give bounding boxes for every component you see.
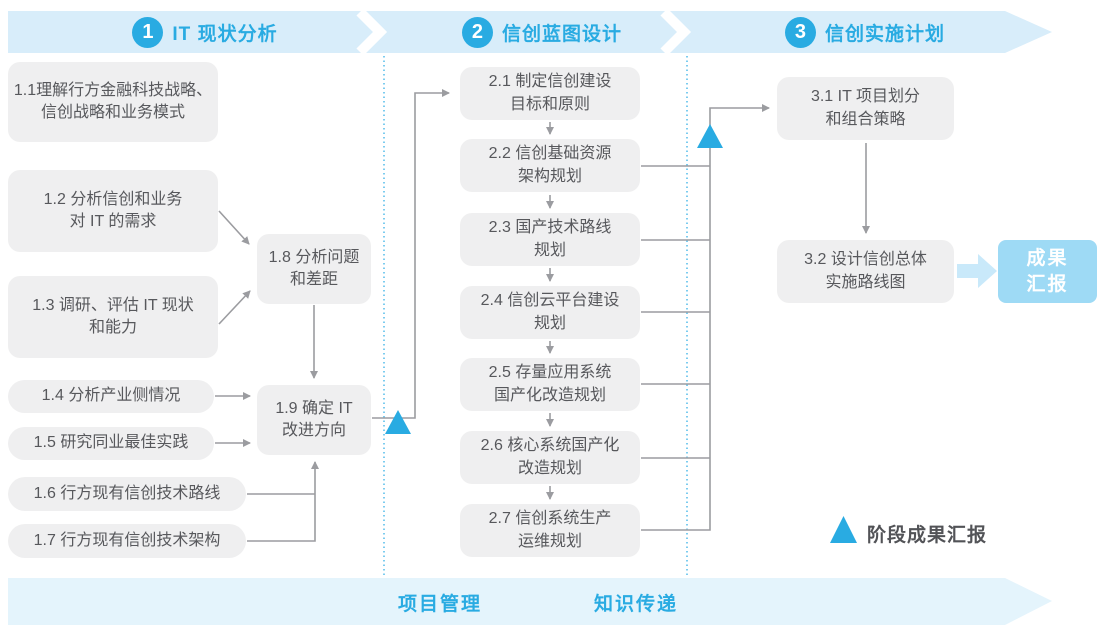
node-label-line: 1.4 分析产业侧情况	[41, 387, 181, 405]
node-2-3: 2.3 国产技术路线 规划	[460, 213, 640, 266]
node-label-line: 1.8 分析问题	[268, 248, 360, 266]
result-arrow-icon	[957, 254, 997, 288]
node-label-line: 改造规划	[517, 459, 582, 477]
node-1-3: 1.3 调研、评估 IT 现状 和能力	[8, 276, 218, 358]
node-1-1: 1.1理解行方金融科技战略、 信创战略和业务模式	[8, 62, 218, 142]
legend-label: 阶段成果汇报	[867, 525, 988, 546]
phase-title: IT 现状分析	[172, 23, 278, 45]
node-2-4: 2.4 信创云平台建设 规划	[460, 286, 640, 339]
chevron-separator-icon	[660, 8, 692, 56]
node-3-1: 3.1 IT 项目划分 和组合策略	[777, 77, 954, 140]
phase-number-badge: 1	[132, 16, 164, 48]
phase-number-badge: 3	[784, 16, 816, 48]
node-label-line: 2.6 核心系统国产化	[480, 437, 620, 455]
node-label-line: 对 IT 的需求	[69, 213, 157, 230]
node-label-line: 2.7 信创系统生产	[488, 510, 612, 528]
milestone-triangle-icon	[697, 124, 723, 148]
node-label-line: 和组合策略	[825, 110, 906, 128]
node-label-line: 成果	[1026, 247, 1069, 269]
node-label-line: 架构规划	[517, 167, 582, 185]
node-label-line: 1.5 研究同业最佳实践	[33, 434, 189, 452]
footer-label-project-management: 项目管理	[397, 593, 482, 615]
phase-title: 信创蓝图设计	[501, 23, 622, 45]
node-2-5: 2.5 存量应用系统 国产化改造规划	[460, 358, 640, 411]
phase-header-3: 3 信创实施计划	[715, 11, 1015, 53]
node-1-5: 1.5 研究同业最佳实践	[8, 427, 214, 460]
node-label-line: 规划	[533, 241, 566, 259]
node-label-line: 3.2 设计信创总体	[804, 251, 927, 269]
node-label-line: 运维规划	[517, 532, 582, 550]
milestone-triangle-icon	[385, 410, 411, 434]
node-label-line: 2.4 信创云平台建设	[480, 292, 620, 310]
connector-arrows	[215, 89, 870, 542]
phase-header-2: 2 信创蓝图设计	[392, 11, 692, 53]
footer-label-knowledge-transfer: 知识传递	[593, 593, 678, 615]
node-1-4: 1.4 分析产业侧情况	[8, 380, 214, 413]
node-1-7: 1.7 行方现有信创技术架构	[8, 524, 246, 558]
legend-triangle-icon	[830, 516, 857, 543]
node-label-line: 2.1 制定信创建设	[488, 73, 612, 91]
node-label-line: 和能力	[88, 319, 137, 336]
node-label-line: 1.9 确定 IT	[275, 399, 353, 417]
node-label-line: 3.1 IT 项目划分	[810, 88, 921, 106]
node-label-line: 2.3 国产技术路线	[488, 219, 612, 237]
node-label-line: 1.1理解行方金融科技战略、	[13, 81, 213, 99]
phase-title: 信创实施计划	[824, 23, 945, 45]
phase-header-1: 1 IT 现状分析	[55, 11, 355, 53]
node-result-report: 成果 汇报	[998, 240, 1097, 303]
node-label-line: 信创战略和业务模式	[40, 104, 185, 121]
phase-number-badge: 2	[461, 16, 493, 48]
node-1-9: 1.9 确定 IT 改进方向	[257, 385, 371, 455]
phase-divider-dotted-lines	[383, 56, 688, 576]
bottom-support-band	[8, 578, 1052, 625]
node-3-2: 3.2 设计信创总体 实施路线图	[777, 240, 954, 303]
node-1-6: 1.6 行方现有信创技术路线	[8, 477, 246, 511]
node-label-line: 1.3 调研、评估 IT 现状	[32, 296, 194, 314]
node-label-line: 2.2 信创基础资源	[488, 145, 612, 163]
node-label-line: 规划	[533, 314, 566, 332]
node-label-line: 实施路线图	[825, 273, 906, 291]
node-1-2: 1.2 分析信创和业务 对 IT 的需求	[8, 170, 218, 252]
node-label-line: 改进方向	[281, 422, 346, 439]
node-label-line: 1.6 行方现有信创技术路线	[33, 484, 221, 502]
node-2-1: 2.1 制定信创建设 目标和原则	[460, 67, 640, 120]
node-label-line: 1.7 行方现有信创技术架构	[33, 531, 221, 549]
node-2-7: 2.7 信创系统生产 运维规划	[460, 504, 640, 557]
node-2-2: 2.2 信创基础资源 架构规划	[460, 139, 640, 192]
node-2-6: 2.6 核心系统国产化 改造规划	[460, 431, 640, 484]
node-1-8: 1.8 分析问题 和差距	[257, 234, 371, 304]
node-label-line: 2.5 存量应用系统	[488, 364, 612, 382]
node-label-line: 1.2 分析信创和业务	[43, 190, 183, 208]
node-label-line: 和差距	[289, 271, 338, 288]
node-label-line: 汇报	[1026, 273, 1069, 295]
node-label-line: 国产化改造规划	[493, 386, 606, 404]
node-label-line: 目标和原则	[509, 95, 590, 113]
chevron-separator-icon	[356, 8, 388, 56]
